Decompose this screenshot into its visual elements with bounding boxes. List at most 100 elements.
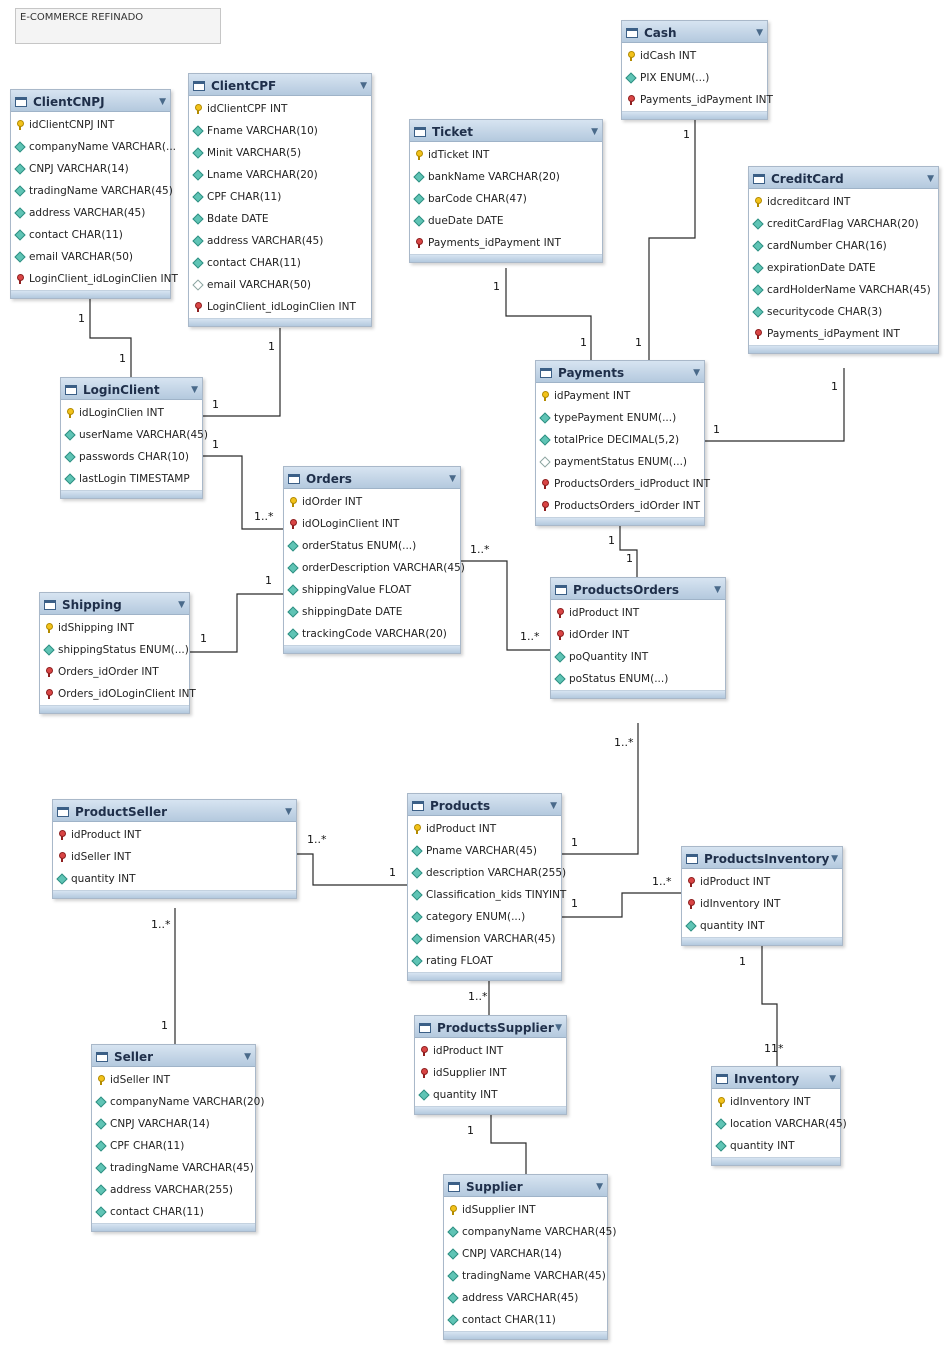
- table-header[interactable]: Supplier▼: [444, 1175, 607, 1197]
- column-row[interactable]: companyName VARCHAR(20): [92, 1091, 264, 1113]
- column-row[interactable]: idSeller INT: [53, 846, 296, 868]
- column-row[interactable]: address VARCHAR(45): [11, 202, 170, 224]
- table-header[interactable]: Payments▼: [536, 361, 704, 383]
- column-row[interactable]: idProduct INT: [53, 824, 296, 846]
- column-row[interactable]: shippingStatus ENUM(...): [40, 639, 189, 661]
- column-row[interactable]: quantity INT: [712, 1135, 840, 1157]
- table-header[interactable]: Products▼: [408, 794, 561, 816]
- column-row[interactable]: quantity INT: [53, 868, 296, 890]
- column-row[interactable]: rating FLOAT: [408, 950, 561, 972]
- table-header[interactable]: LoginClient▼: [61, 378, 202, 400]
- column-row[interactable]: paymentStatus ENUM(...): [536, 451, 704, 473]
- column-row[interactable]: contact CHAR(11): [444, 1309, 607, 1331]
- collapse-arrow-icon[interactable]: ▼: [159, 97, 166, 107]
- column-row[interactable]: Minit VARCHAR(5): [189, 142, 371, 164]
- table-header[interactable]: ProductsInventory▼: [682, 847, 842, 869]
- column-row[interactable]: address VARCHAR(45): [444, 1287, 607, 1309]
- column-row[interactable]: location VARCHAR(45): [712, 1113, 847, 1135]
- column-row[interactable]: trackingCode VARCHAR(20): [284, 623, 460, 645]
- column-row[interactable]: email VARCHAR(50): [11, 246, 170, 268]
- collapse-arrow-icon[interactable]: ▼: [829, 1074, 836, 1084]
- collapse-arrow-icon[interactable]: ▼: [596, 1182, 603, 1192]
- collapse-arrow-icon[interactable]: ▼: [927, 174, 934, 184]
- column-row[interactable]: tradingName VARCHAR(45): [11, 180, 173, 202]
- table-header[interactable]: ProductsSupplier▼: [415, 1016, 566, 1038]
- column-row[interactable]: companyName VARCHAR(45): [444, 1221, 616, 1243]
- column-row[interactable]: shippingDate DATE: [284, 601, 460, 623]
- column-row[interactable]: cardHolderName VARCHAR(45): [749, 279, 938, 301]
- column-row[interactable]: CPF CHAR(11): [92, 1135, 255, 1157]
- column-row[interactable]: Orders_idOLoginClient INT: [40, 683, 196, 705]
- column-row[interactable]: address VARCHAR(45): [189, 230, 371, 252]
- collapse-arrow-icon[interactable]: ▼: [831, 854, 838, 864]
- column-row[interactable]: Payments_idPayment INT: [622, 89, 773, 111]
- column-row[interactable]: idTicket INT: [410, 144, 602, 166]
- collapse-arrow-icon[interactable]: ▼: [591, 127, 598, 137]
- table-header[interactable]: ProductSeller▼: [53, 800, 296, 822]
- table-header[interactable]: Seller▼: [92, 1045, 255, 1067]
- column-row[interactable]: poQuantity INT: [551, 646, 725, 668]
- column-row[interactable]: contact CHAR(11): [11, 224, 170, 246]
- column-row[interactable]: shippingValue FLOAT: [284, 579, 460, 601]
- column-row[interactable]: Pname VARCHAR(45): [408, 840, 561, 862]
- column-row[interactable]: passwords CHAR(10): [61, 446, 202, 468]
- column-row[interactable]: idLoginClien INT: [61, 402, 202, 424]
- column-row[interactable]: idProduct INT: [682, 871, 842, 893]
- column-row[interactable]: idPayment INT: [536, 385, 704, 407]
- collapse-arrow-icon[interactable]: ▼: [693, 368, 700, 378]
- column-row[interactable]: typePayment ENUM(...): [536, 407, 704, 429]
- table-header[interactable]: Ticket▼: [410, 120, 602, 142]
- collapse-arrow-icon[interactable]: ▼: [449, 474, 456, 484]
- column-row[interactable]: idSupplier INT: [444, 1199, 607, 1221]
- column-row[interactable]: Lname VARCHAR(20): [189, 164, 371, 186]
- column-row[interactable]: totalPrice DECIMAL(5,2): [536, 429, 704, 451]
- column-row[interactable]: LoginClient_idLoginClien INT: [11, 268, 178, 290]
- column-row[interactable]: LoginClient_idLoginClien INT: [189, 296, 371, 318]
- column-row[interactable]: idOrder INT: [551, 624, 725, 646]
- column-row[interactable]: idOLoginClient INT: [284, 513, 460, 535]
- column-row[interactable]: idCash INT: [622, 45, 767, 67]
- column-row[interactable]: Orders_idOrder INT: [40, 661, 189, 683]
- column-row[interactable]: idSupplier INT: [415, 1062, 566, 1084]
- column-row[interactable]: dimension VARCHAR(45): [408, 928, 561, 950]
- column-row[interactable]: quantity INT: [682, 915, 842, 937]
- column-row[interactable]: idClientCPF INT: [189, 98, 371, 120]
- collapse-arrow-icon[interactable]: ▼: [555, 1023, 562, 1033]
- column-row[interactable]: userName VARCHAR(45): [61, 424, 208, 446]
- column-row[interactable]: Fname VARCHAR(10): [189, 120, 371, 142]
- table-header[interactable]: ClientCPF▼: [189, 74, 371, 96]
- column-row[interactable]: creditCardFlag VARCHAR(20): [749, 213, 938, 235]
- column-row[interactable]: idShipping INT: [40, 617, 189, 639]
- table-header[interactable]: Inventory▼: [712, 1067, 840, 1089]
- column-row[interactable]: tradingName VARCHAR(45): [444, 1265, 607, 1287]
- column-row[interactable]: contact CHAR(11): [92, 1201, 255, 1223]
- column-row[interactable]: PIX ENUM(...): [622, 67, 767, 89]
- column-row[interactable]: idProduct INT: [551, 602, 725, 624]
- column-row[interactable]: orderDescription VARCHAR(45): [284, 557, 465, 579]
- column-row[interactable]: tradingName VARCHAR(45): [92, 1157, 255, 1179]
- collapse-arrow-icon[interactable]: ▼: [360, 81, 367, 91]
- column-row[interactable]: idInventory INT: [682, 893, 842, 915]
- column-row[interactable]: ProductsOrders_idOrder INT: [536, 495, 704, 517]
- table-header[interactable]: ProductsOrders▼: [551, 578, 725, 600]
- column-row[interactable]: ProductsOrders_idProduct INT: [536, 473, 710, 495]
- column-row[interactable]: category ENUM(...): [408, 906, 561, 928]
- column-row[interactable]: idClientCNPJ INT: [11, 114, 170, 136]
- table-header[interactable]: Shipping▼: [40, 593, 189, 615]
- column-row[interactable]: Payments_idPayment INT: [410, 232, 602, 254]
- column-row[interactable]: poStatus ENUM(...): [551, 668, 725, 690]
- column-row[interactable]: orderStatus ENUM(...): [284, 535, 460, 557]
- column-row[interactable]: expirationDate DATE: [749, 257, 938, 279]
